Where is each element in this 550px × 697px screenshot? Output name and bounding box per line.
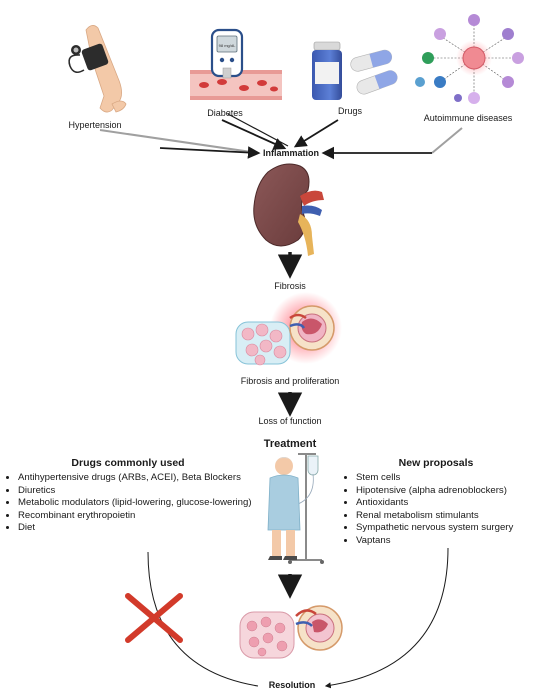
resolution-label: Resolution — [268, 680, 316, 690]
autoimmune-arrow — [431, 127, 463, 154]
drugs-arrow — [293, 119, 339, 148]
left-path-to-resolution — [147, 551, 259, 687]
inflammation-label: Inflammation — [262, 148, 320, 158]
autoimmune-cells-icon — [415, 14, 524, 104]
list-item: Renal metabolism stimulants — [356, 510, 550, 523]
resolution-tissue-icon — [239, 605, 343, 659]
diabetes-label: Diabetes — [207, 108, 243, 118]
hypertension-arrow — [99, 129, 259, 154]
list-item: Diet — [18, 522, 264, 535]
autoimmune-label: Autoimmune diseases — [423, 113, 513, 123]
fibrosis-tissue-icon — [235, 292, 342, 366]
patient-iv-icon — [267, 453, 324, 564]
list-item: Vaptans — [356, 535, 550, 548]
glucometer-reading: 98 mg/dL — [219, 43, 236, 48]
drugs-pills-icon — [312, 41, 398, 100]
list-item: Hipotensive (alpha adrenoblockers) — [356, 485, 550, 498]
list-item: Stem cells — [356, 472, 550, 485]
list-item: Antihypertensive drugs (ARBs, ACEI), Bet… — [18, 472, 264, 485]
drugs-common-list: Antihypertensive drugs (ARBs, ACEI), Bet… — [6, 472, 264, 535]
red-x-icon — [125, 593, 183, 643]
hypertension-arm-icon — [68, 25, 127, 113]
diabetes-glucometer-icon: 98 mg/dL — [190, 28, 282, 100]
fibrosis-proliferation-label: Fibrosis and proliferation — [240, 376, 340, 386]
hypertension-label: Hypertension — [68, 120, 122, 130]
drugs-label: Drugs — [337, 106, 363, 116]
right-path-to-resolution — [324, 547, 449, 689]
loss-of-function-label: Loss of function — [258, 416, 322, 426]
cause-arrows — [99, 113, 463, 160]
treatment-heading: Treatment — [263, 438, 317, 450]
drugs-common-heading: Drugs commonly used — [71, 457, 185, 469]
list-item: Diuretics — [18, 485, 264, 498]
fibrosis-label: Fibrosis — [274, 281, 306, 291]
new-proposals-heading: New proposals — [398, 457, 474, 469]
list-item: Sympathetic nervous system surgery — [356, 522, 550, 535]
diabetes-arrow — [221, 119, 287, 150]
list-item: Recombinant erythropoietin — [18, 510, 264, 523]
list-item: Metabolic modulators (lipid-lowering, gl… — [18, 497, 264, 510]
list-item: Antioxidants — [356, 497, 550, 510]
kidney-icon — [253, 163, 324, 256]
new-proposals-list: Stem cells Hipotensive (alpha adrenobloc… — [344, 472, 550, 547]
